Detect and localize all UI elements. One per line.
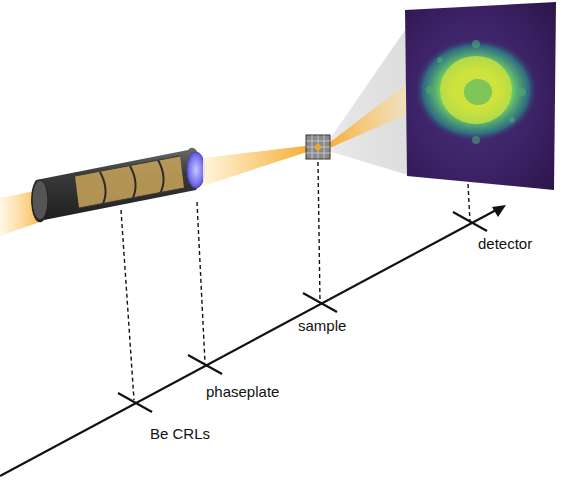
axis-label: phaseplate xyxy=(206,384,279,401)
axis-label: detector xyxy=(478,236,532,253)
axis-label: Be CRLs xyxy=(150,426,210,443)
axis-label: sample xyxy=(298,318,346,335)
